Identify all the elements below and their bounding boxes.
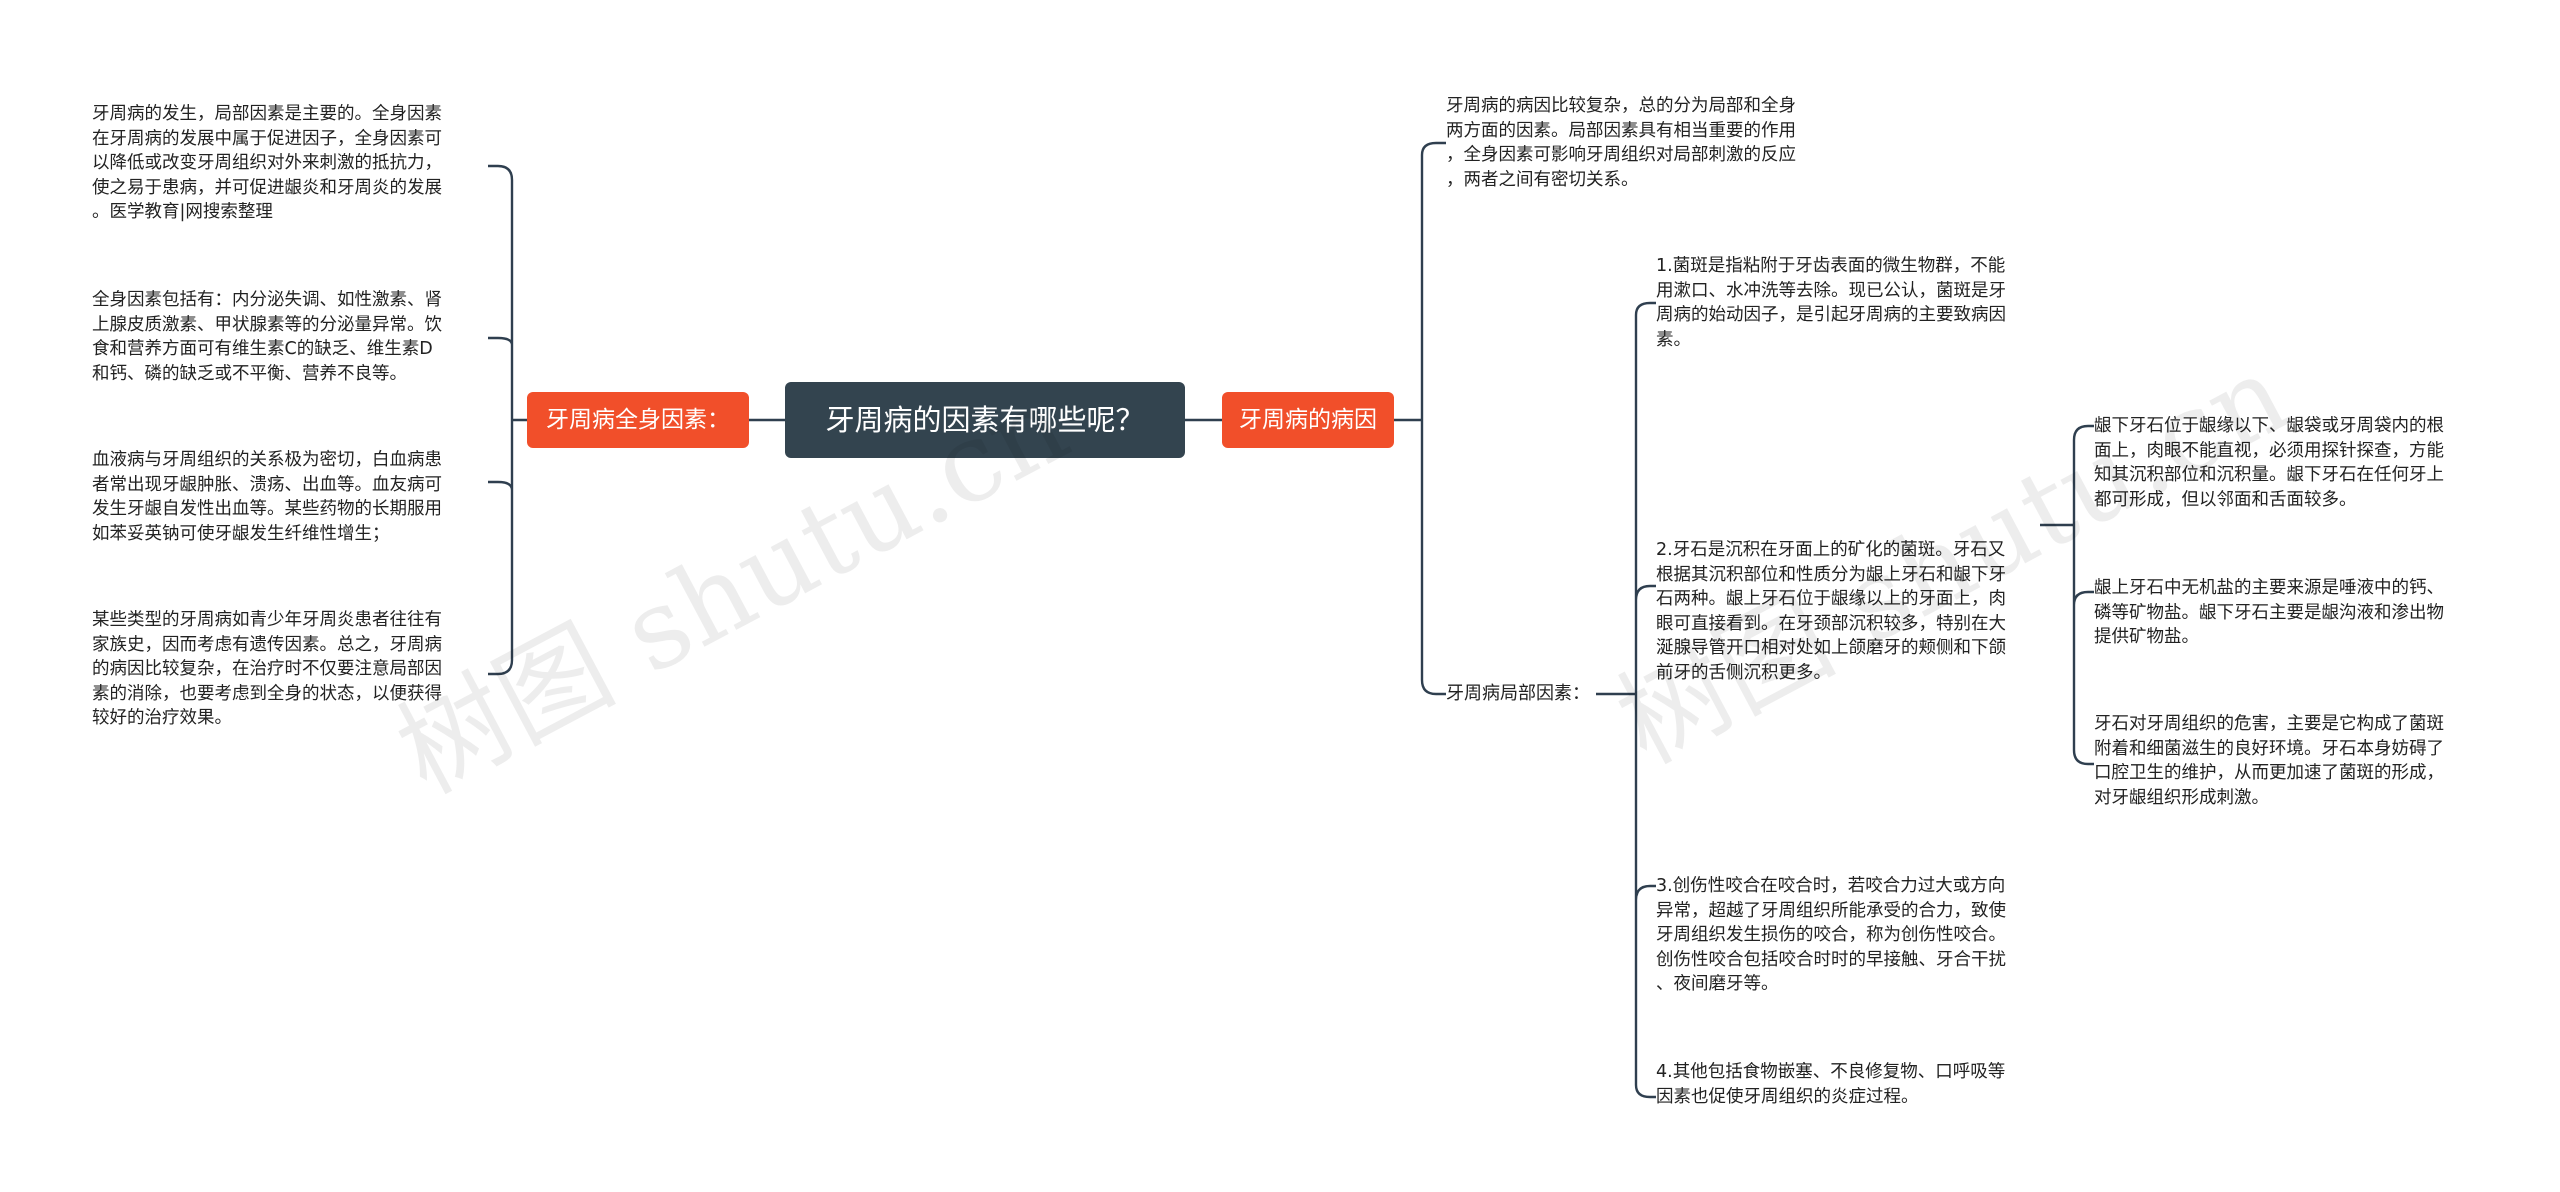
text-line: 某些类型的牙周病如青少年牙周炎患者往往有 — [92, 610, 442, 630]
local-item-trauma[interactable]: 3.创伤性咬合在咬合时，若咬合力过大或方向 异常，超越了牙周组织所能承受的合力，… — [1656, 874, 2006, 997]
branch-systemic-factors[interactable]: 牙周病全身因素： — [527, 392, 749, 448]
text-line: 血液病与牙周组织的关系极为密切，白血病患 — [92, 450, 442, 470]
connector-tartar-bracket — [2040, 424, 2094, 766]
connector-right-bracket — [1394, 141, 1446, 696]
text-line: 以降低或改变牙周组织对外来刺激的抵抗力， — [92, 153, 442, 173]
text-line: 食和营养方面可有维生素C的缺乏、维生素D — [92, 339, 433, 359]
text-line: 2.牙石是沉积在牙面上的矿化的菌斑。牙石又 — [1656, 540, 2006, 560]
root-node[interactable]: 牙周病的因素有哪些呢？ — [785, 382, 1185, 458]
text-line: 牙周病的病因比较复杂，总的分为局部和全身 — [1446, 96, 1796, 116]
left-item-1[interactable]: 牙周病的发生，局部因素是主要的。全身因素 在牙周病的发展中属于促进因子，全身因素… — [92, 102, 442, 225]
tartar-detail-harm[interactable]: 牙石对牙周组织的危害，主要是它构成了菌斑 附着和细菌滋生的良好环境。牙石本身妨碍… — [2094, 712, 2444, 810]
text-line: 面上，肉眼不能直视，必须用探针探查，方能 — [2094, 440, 2444, 461]
branch-etiology[interactable]: 牙周病的病因 — [1222, 392, 1394, 448]
local-item-other[interactable]: 4.其他包括食物嵌塞、不良修复物、口呼吸等 因素也促使牙周组织的炎症过程。 — [1656, 1060, 2005, 1109]
text-line: 使之易于患病，并可促进龈炎和牙周炎的发展 — [92, 177, 442, 198]
text-line: 知其沉积部位和沉积量。龈下牙石在任何牙上 — [2094, 465, 2444, 485]
text-line: 两方面的因素。局部因素具有相当重要的作用 — [1446, 120, 1796, 141]
text-line: 龈下牙石位于龈缘以下、龈袋或牙周袋内的根 — [2094, 416, 2444, 436]
text-line: 眼可直接看到。在牙颈部沉积较多，特别在大 — [1656, 613, 2006, 634]
text-line: 和钙、磷的缺乏或不平衡、营养不良等。 — [92, 363, 407, 384]
local-factors-label[interactable]: 牙周病局部因素： — [1446, 683, 1590, 704]
text-line: 上腺皮质激素、甲状腺素等的分泌量异常。饮 — [92, 314, 442, 335]
text-line: ，两者之间有密切关系。 — [1446, 169, 1639, 190]
text-line: 发生牙龈自发性出血等。某些药物的长期服用 — [92, 499, 442, 519]
text-line: 附着和细菌滋生的良好环境。牙石本身妨碍了 — [2094, 738, 2444, 759]
text-line: 都可形成，但以邻面和舌面较多。 — [2094, 489, 2357, 510]
text-line: 涎腺导管开口相对处如上颌磨牙的颊侧和下颌 — [1656, 638, 2006, 658]
text-line: 素的消除，也要考虑到全身的状态，以便获得 — [92, 683, 442, 704]
connector-local-bracket — [1596, 301, 1656, 1099]
text-line: 前牙的舌侧沉积更多。 — [1656, 662, 1831, 683]
text-line: 龈上牙石中无机盐的主要来源是唾液中的钙、 — [2094, 578, 2444, 598]
text-line: 全身因素包括有：内分泌失调、如性激素、肾 — [92, 290, 442, 310]
text-line: 。医学教育|网搜索整理 — [92, 202, 273, 222]
text-line: 磷等矿物盐。龈下牙石主要是龈沟液和渗出物 — [2094, 602, 2444, 623]
text-line: 口腔卫生的维护，从而更加速了菌斑的形成， — [2094, 763, 2444, 783]
text-line: 异常，超越了牙周组织所能承受的合力，致使 — [1656, 900, 2006, 921]
text-line: 根据其沉积部位和性质分为龈上牙石和龈下牙 — [1656, 564, 2006, 585]
left-item-2[interactable]: 全身因素包括有：内分泌失调、如性激素、肾 上腺皮质激素、甲状腺素等的分泌量异常。… — [92, 288, 442, 386]
text-line: 1.菌斑是指粘附于牙齿表面的微生物群，不能 — [1656, 256, 2006, 276]
text-line: 3.创伤性咬合在咬合时，若咬合力过大或方向 — [1656, 876, 2006, 896]
text-line: 素。 — [1656, 329, 1691, 350]
text-line: 如苯妥英钠可使牙龈发生纤维性增生； — [92, 523, 390, 544]
text-line: 牙周组织发生损伤的咬合，称为创伤性咬合。 — [1656, 925, 2006, 945]
text-line: ，全身因素可影响牙周组织对局部刺激的反应 — [1446, 145, 1796, 165]
text-line: 周病的始动因子，是引起牙周病的主要致病因 — [1656, 305, 2006, 325]
left-item-3[interactable]: 血液病与牙周组织的关系极为密切，白血病患 者常出现牙龈肿胀、溃疡、出血等。血友病… — [92, 448, 442, 546]
tartar-detail-subgingival[interactable]: 龈下牙石位于龈缘以下、龈袋或牙周袋内的根 面上，肉眼不能直视，必须用探针探查，方… — [2094, 414, 2444, 512]
text-line: 的病因比较复杂，在治疗时不仅要注意局部因 — [92, 659, 442, 679]
text-line: 牙石对牙周组织的危害，主要是它构成了菌斑 — [2094, 714, 2444, 734]
local-item-plaque[interactable]: 1.菌斑是指粘附于牙齿表面的微生物群，不能 用漱口、水冲洗等去除。现已公认，菌斑… — [1656, 254, 2006, 352]
text-line: 用漱口、水冲洗等去除。现已公认，菌斑是牙 — [1656, 280, 2006, 301]
text-line: 创伤性咬合包括咬合时时的早接触、牙合干扰 — [1656, 949, 2006, 970]
connector-left-bracket — [488, 164, 527, 676]
local-item-tartar[interactable]: 2.牙石是沉积在牙面上的矿化的菌斑。牙石又 根据其沉积部位和性质分为龈上牙石和龈… — [1656, 538, 2006, 685]
text-line: 较好的治疗效果。 — [92, 708, 232, 728]
left-item-4[interactable]: 某些类型的牙周病如青少年牙周炎患者往往有 家族史，因而考虑有遗传因素。总之，牙周… — [92, 608, 442, 731]
text-line: 石两种。龈上牙石位于龈缘以上的牙面上，肉 — [1656, 589, 2006, 609]
text-line: 在牙周病的发展中属于促进因子，全身因素可 — [92, 128, 442, 149]
text-line: 、夜间磨牙等。 — [1656, 974, 1779, 994]
text-line: 4.其他包括食物嵌塞、不良修复物、口呼吸等 — [1656, 1062, 2006, 1082]
text-line: 家族史，因而考虑有遗传因素。总之，牙周病 — [92, 634, 442, 655]
right-intro[interactable]: 牙周病的病因比较复杂，总的分为局部和全身 两方面的因素。局部因素具有相当重要的作… — [1446, 94, 1796, 192]
text-line: 因素也促使牙周组织的炎症过程。 — [1656, 1086, 1919, 1107]
text-line: 牙周病的发生，局部因素是主要的。全身因素 — [92, 104, 442, 124]
text-line: 对牙龈组织形成刺激。 — [2094, 787, 2269, 808]
text-line: 提供矿物盐。 — [2094, 627, 2199, 647]
tartar-detail-minerals[interactable]: 龈上牙石中无机盐的主要来源是唾液中的钙、 磷等矿物盐。龈下牙石主要是龈沟液和渗出… — [2094, 576, 2444, 650]
text-line: 者常出现牙龈肿胀、溃疡、出血等。血友病可 — [92, 474, 442, 495]
